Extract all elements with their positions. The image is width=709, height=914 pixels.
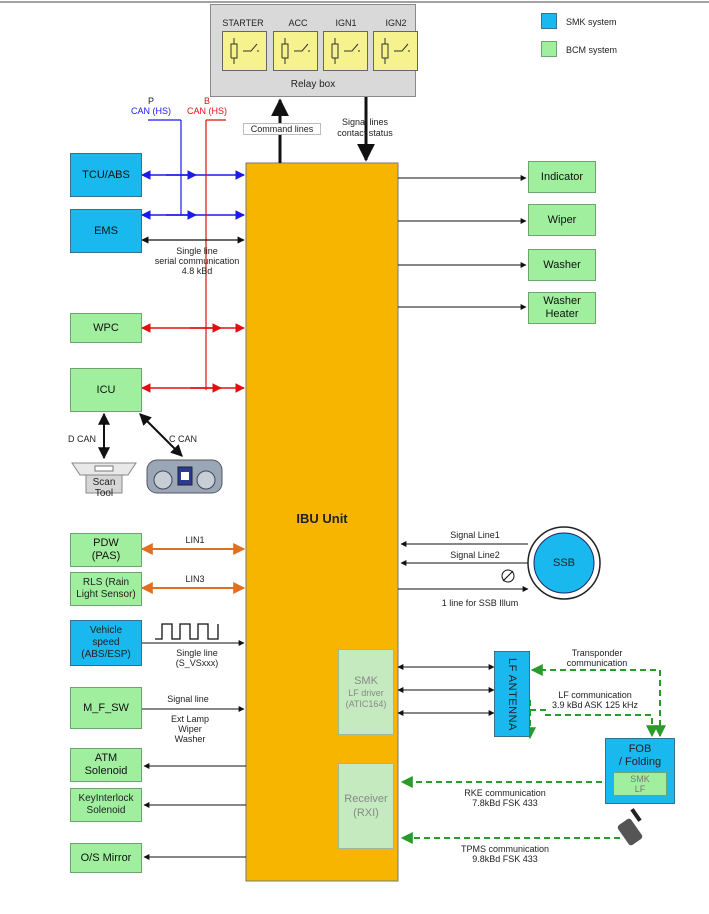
relay-box-title: Relay box bbox=[290, 79, 336, 90]
module-os-mirror: O/S Mirror bbox=[70, 843, 142, 873]
relay-acc bbox=[273, 31, 318, 71]
module-pdw: PDW(PAS) bbox=[70, 533, 142, 567]
transponder-label-1: Transponder bbox=[571, 648, 623, 658]
scan-tool-label-1: Scan bbox=[92, 477, 116, 488]
serial-label-2: serial communication bbox=[154, 256, 240, 266]
mf-washer-label: Washer bbox=[174, 734, 206, 744]
relay-starter bbox=[222, 31, 267, 71]
lf-comm-label-2: 3.9 kBd ASK 125 kHz bbox=[551, 700, 639, 710]
relay-ign2 bbox=[373, 31, 418, 71]
ibu-smk-sub1: LF driver bbox=[348, 688, 384, 698]
module-wpc: WPC bbox=[70, 313, 142, 343]
lf-comm-label-1: LF communication bbox=[558, 690, 632, 700]
tpms-label-2: 9.8kBd FSK 433 bbox=[472, 854, 538, 864]
vs-line-label-2: (S_VSxxx) bbox=[175, 658, 219, 668]
module-tcu-abs: TCU/ABS bbox=[70, 153, 142, 197]
tpms-label-1: TPMS communication bbox=[460, 844, 550, 854]
relay-starter-label: STARTER bbox=[222, 18, 264, 28]
vs-line-label-1: Single line bbox=[176, 648, 218, 658]
transponder-label-2: communication bbox=[566, 658, 628, 668]
ibu-smk-sub2: (ATIC164) bbox=[345, 699, 387, 709]
ibu-unit-box bbox=[245, 162, 399, 882]
p-can-label-1: P bbox=[147, 96, 154, 106]
ibu-receiver-title: Receiver bbox=[344, 793, 388, 805]
p-can-label-2: CAN (HS) bbox=[131, 106, 171, 116]
module-ems: EMS bbox=[70, 209, 142, 253]
legend-smk-swatch bbox=[541, 13, 557, 29]
scan-tool-label-2: Tool bbox=[94, 488, 114, 499]
relay-ign1-label: IGN1 bbox=[335, 18, 357, 28]
ibu-smk-title: SMK bbox=[354, 675, 378, 687]
mf-wiper-label: Wiper bbox=[178, 724, 202, 734]
c-can-label: C CAN bbox=[168, 434, 197, 444]
lin1-label: LIN1 bbox=[185, 535, 205, 545]
ssb-label: SSB bbox=[552, 557, 575, 569]
ibu-receiver-sub: (RXI) bbox=[353, 807, 379, 819]
relay-acc-label: ACC bbox=[288, 18, 308, 28]
command-lines-label: Command lines bbox=[243, 123, 321, 135]
module-icu: ICU bbox=[70, 368, 142, 412]
b-can-label-1: B bbox=[203, 96, 210, 106]
ibu-title: IBU Unit bbox=[296, 511, 348, 526]
ssb-illum-label: 1 line for SSB Illum bbox=[441, 598, 519, 608]
serial-label-3: 4.8 kBd bbox=[181, 266, 213, 276]
legend-bcm-label: BCM system bbox=[566, 45, 618, 55]
lf-antenna: LF ANTENNA bbox=[494, 651, 530, 737]
ssb-signal-line1: Signal Line1 bbox=[450, 530, 500, 540]
b-can-label-2: CAN (HS) bbox=[187, 106, 227, 116]
rke-label-2: 7.8kBd FSK 433 bbox=[472, 798, 538, 808]
ibu-receiver-block: Receiver (RXI) bbox=[338, 763, 394, 849]
signal-lines-label-1: Signal lines bbox=[341, 117, 389, 127]
d-can-label: D CAN bbox=[67, 434, 96, 444]
module-m-f-sw: M_F_SW bbox=[70, 687, 142, 729]
relay-ign2-label: IGN2 bbox=[385, 18, 407, 28]
module-wiper: Wiper bbox=[528, 204, 596, 236]
rke-label-1: RKE communication bbox=[464, 788, 546, 798]
module-indicator: Indicator bbox=[528, 161, 596, 193]
mf-ext-lamp-label: Ext Lamp bbox=[170, 714, 210, 724]
legend-smk-label: SMK system bbox=[566, 17, 617, 27]
signal-lines-label-2: contact status bbox=[337, 128, 393, 138]
tpms-sensor-image bbox=[617, 808, 643, 846]
mf-signal-label: Signal line bbox=[167, 694, 209, 704]
module-washer: Washer bbox=[528, 249, 596, 281]
serial-label-1: Single line bbox=[176, 246, 218, 256]
ssb-signal-line2: Signal Line2 bbox=[450, 550, 500, 560]
ibu-smk-block: SMK LF driver (ATIC164) bbox=[338, 649, 394, 735]
legend-bcm-swatch bbox=[541, 41, 557, 57]
lin3-label: LIN3 bbox=[185, 574, 205, 584]
relay-ign1 bbox=[323, 31, 368, 71]
